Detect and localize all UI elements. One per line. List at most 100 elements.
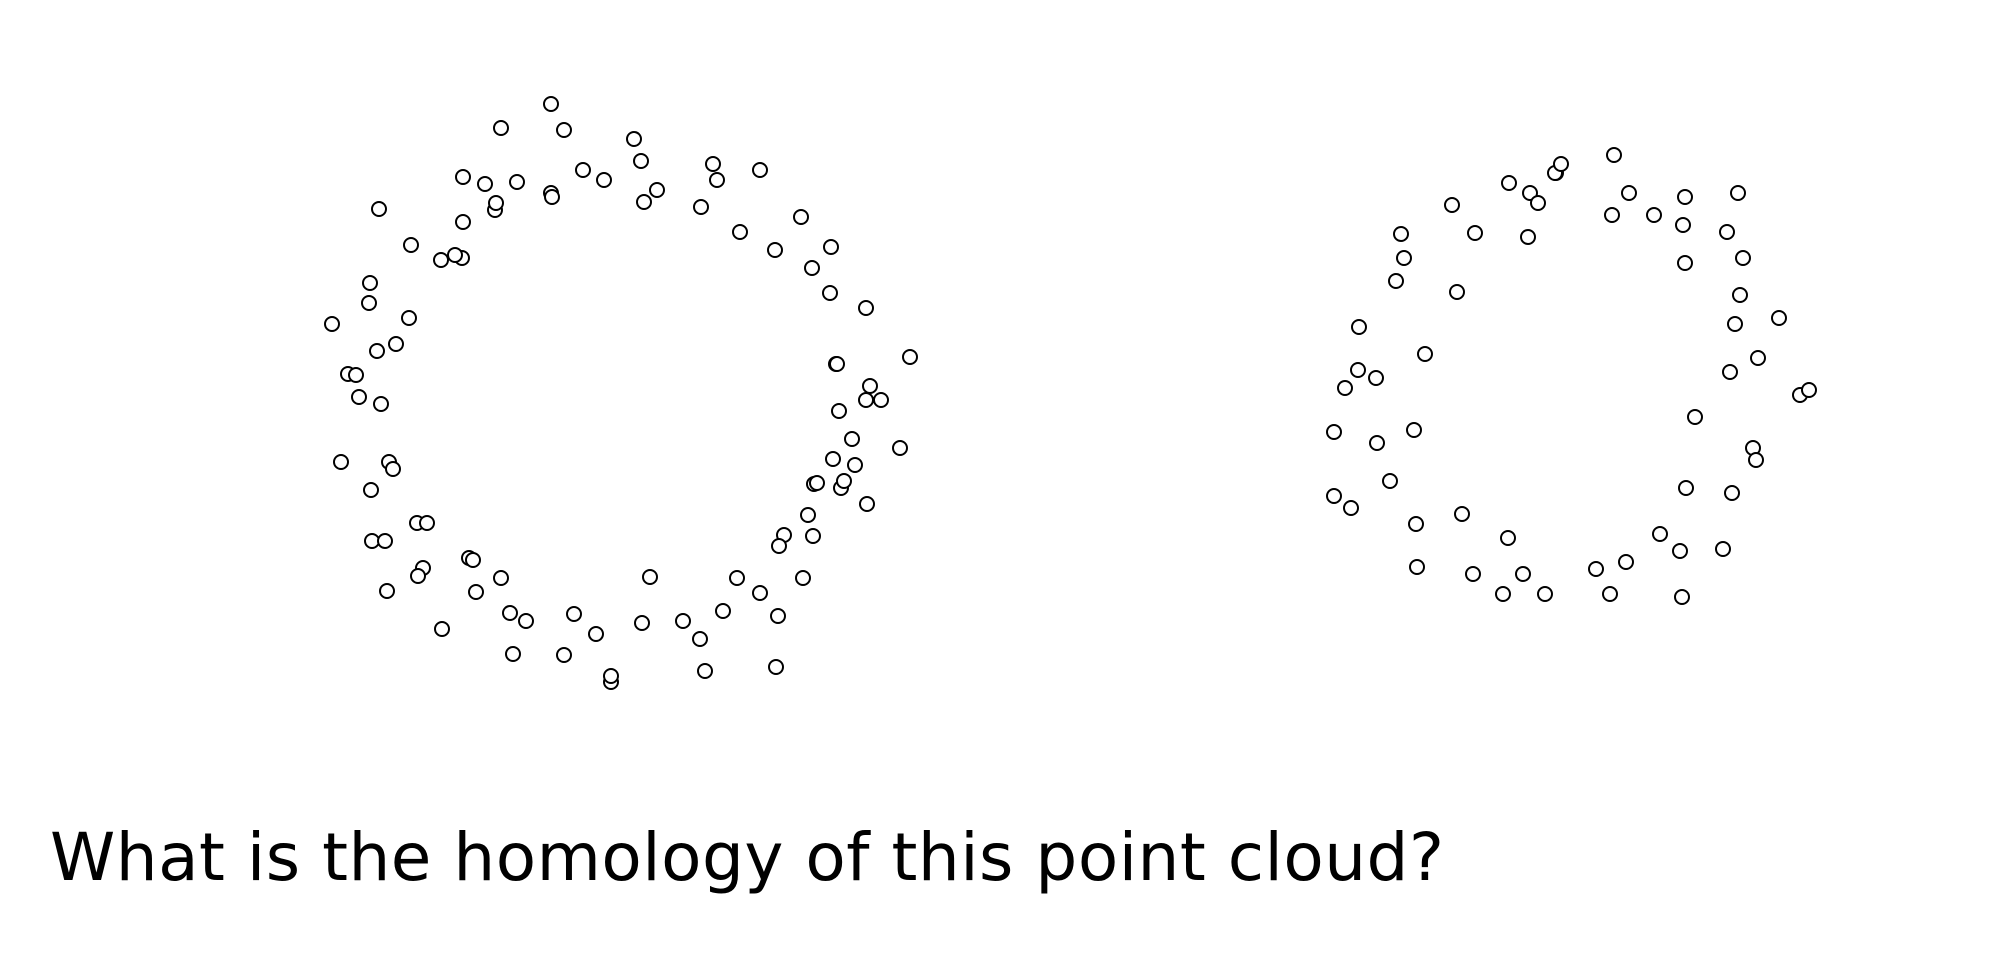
point-marker	[333, 454, 349, 470]
point-marker	[1687, 409, 1703, 425]
point-marker	[1515, 566, 1531, 582]
point-marker	[434, 621, 450, 637]
point-marker	[902, 349, 918, 365]
point-marker	[556, 647, 572, 663]
point-marker	[1652, 526, 1668, 542]
point-marker	[419, 515, 435, 531]
point-marker	[544, 189, 560, 205]
point-marker	[1606, 147, 1622, 163]
point-marker	[518, 613, 534, 629]
point-marker	[844, 431, 860, 447]
point-marker	[1369, 435, 1385, 451]
point-marker	[566, 606, 582, 622]
point-marker	[1621, 185, 1637, 201]
point-marker	[588, 626, 604, 642]
point-marker	[634, 615, 650, 631]
point-marker	[1771, 310, 1787, 326]
point-marker	[1343, 500, 1359, 516]
point-marker	[1719, 224, 1735, 240]
point-marker	[1646, 207, 1662, 223]
point-marker	[477, 176, 493, 192]
point-marker	[1465, 566, 1481, 582]
point-marker	[379, 583, 395, 599]
point-marker	[371, 201, 387, 217]
point-marker	[1748, 452, 1764, 468]
point-marker	[1449, 284, 1465, 300]
point-marker	[401, 310, 417, 326]
point-marker	[1724, 485, 1740, 501]
point-marker	[767, 242, 783, 258]
point-marker	[642, 569, 658, 585]
point-marker	[1604, 207, 1620, 223]
point-marker	[768, 659, 784, 675]
point-marker	[771, 538, 787, 554]
point-marker	[825, 451, 841, 467]
point-marker	[363, 482, 379, 498]
point-marker	[770, 608, 786, 624]
point-marker	[488, 195, 504, 211]
point-marker	[831, 403, 847, 419]
point-marker	[836, 473, 852, 489]
point-marker	[1408, 516, 1424, 532]
point-marker	[709, 172, 725, 188]
point-marker	[361, 295, 377, 311]
point-marker	[455, 169, 471, 185]
point-marker	[1406, 422, 1422, 438]
point-marker	[1388, 273, 1404, 289]
right-point-cloud	[1326, 147, 1817, 605]
point-marker	[493, 120, 509, 136]
point-marker	[1675, 217, 1691, 233]
point-marker	[362, 275, 378, 291]
point-marker	[1602, 586, 1618, 602]
point-marker	[1368, 370, 1384, 386]
point-marker	[823, 239, 839, 255]
point-marker	[1730, 185, 1746, 201]
point-marker	[505, 646, 521, 662]
point-marker	[752, 585, 768, 601]
point-marker	[1677, 255, 1693, 271]
point-marker	[388, 336, 404, 352]
point-marker	[804, 260, 820, 276]
point-marker	[626, 131, 642, 147]
point-marker	[633, 153, 649, 169]
point-marker	[1393, 226, 1409, 242]
point-marker	[752, 162, 768, 178]
point-marker	[1500, 530, 1516, 546]
point-marker	[1677, 189, 1693, 205]
point-marker	[1715, 541, 1731, 557]
point-marker	[351, 389, 367, 405]
point-marker	[509, 174, 525, 190]
point-marker	[693, 199, 709, 215]
point-marker	[1351, 319, 1367, 335]
point-marker	[729, 570, 745, 586]
point-marker	[793, 209, 809, 225]
point-marker	[859, 496, 875, 512]
point-marker	[1735, 250, 1751, 266]
point-marker	[822, 285, 838, 301]
point-marker	[847, 457, 863, 473]
point-marker	[858, 392, 874, 408]
point-marker	[1417, 346, 1433, 362]
point-marker	[1444, 197, 1460, 213]
point-marker	[1553, 156, 1569, 172]
point-marker	[403, 237, 419, 253]
point-marker	[1618, 554, 1634, 570]
point-marker	[502, 605, 518, 621]
point-marker	[805, 528, 821, 544]
point-marker	[649, 182, 665, 198]
point-marker	[543, 96, 559, 112]
point-marker	[1454, 506, 1470, 522]
point-marker	[675, 613, 691, 629]
point-marker	[692, 631, 708, 647]
point-marker	[1501, 175, 1517, 191]
point-marker	[1409, 559, 1425, 575]
point-marker	[377, 533, 393, 549]
point-marker	[455, 214, 471, 230]
point-marker	[795, 570, 811, 586]
point-marker	[1674, 589, 1690, 605]
point-marker	[1326, 488, 1342, 504]
point-marker	[1382, 473, 1398, 489]
point-marker	[364, 533, 380, 549]
